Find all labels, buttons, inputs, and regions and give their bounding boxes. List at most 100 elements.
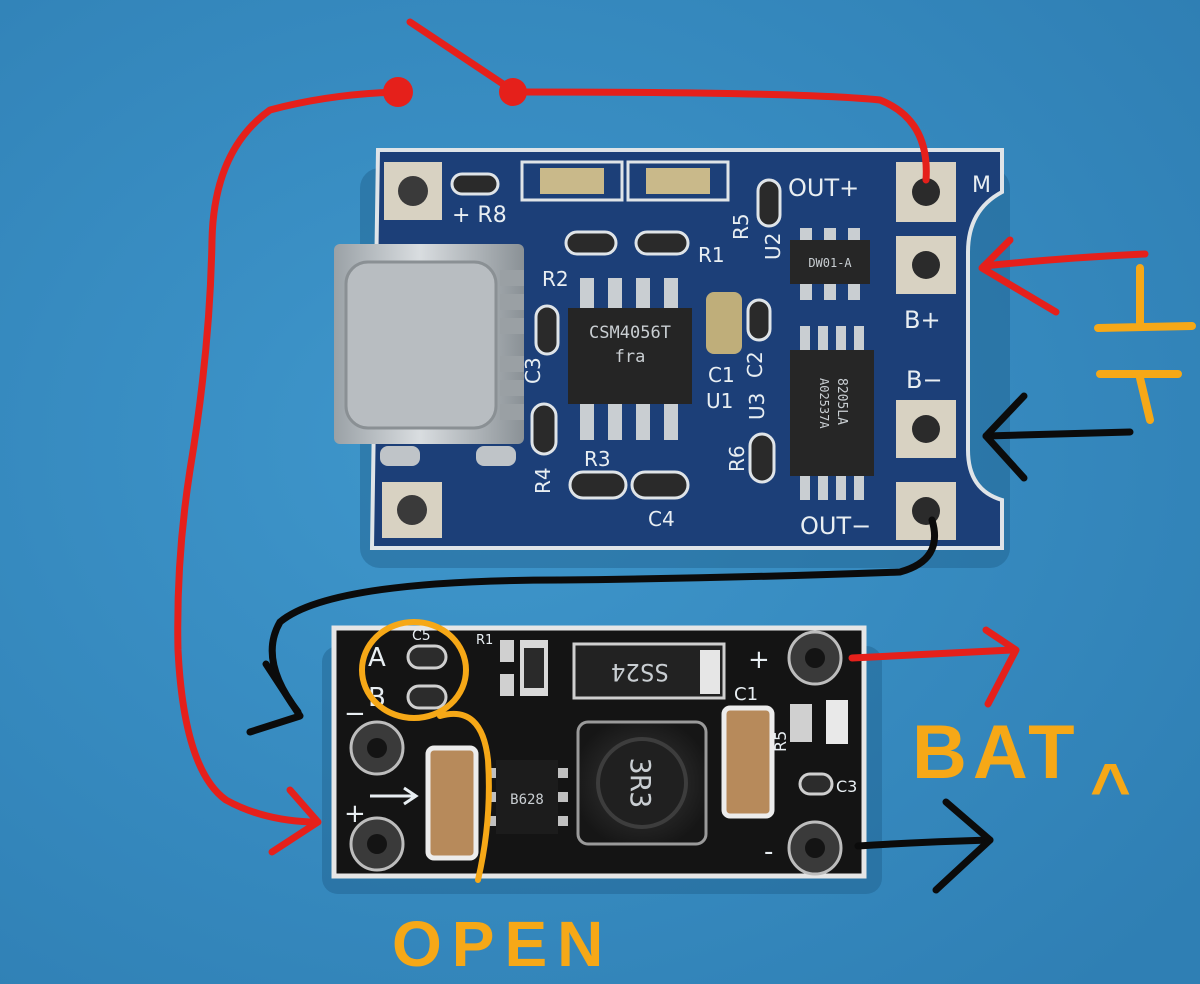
r2-top-part bbox=[564, 230, 618, 256]
label-plus-in: + bbox=[344, 799, 366, 829]
label-c3: C3 bbox=[521, 357, 545, 384]
r5-part bbox=[756, 178, 782, 228]
led-green-outline bbox=[626, 160, 730, 202]
hole-out-plus-boost bbox=[805, 648, 825, 668]
black-arrow-boost-out bbox=[932, 798, 994, 894]
u3-pin bbox=[800, 472, 810, 500]
charger-board: CSM4056T fra DW01-A bbox=[334, 148, 1004, 550]
label-c2: C2 bbox=[743, 351, 767, 378]
label-r2: R2 bbox=[542, 267, 569, 291]
smd-small bbox=[500, 640, 514, 662]
label-b-minus: B− bbox=[906, 366, 943, 394]
label-r6: R6 bbox=[725, 445, 749, 472]
r3-part bbox=[568, 470, 628, 500]
smd-small bbox=[500, 674, 514, 696]
bat-caret: ^ bbox=[1090, 749, 1131, 827]
ic-pin bbox=[664, 396, 678, 440]
c4-part bbox=[630, 470, 690, 500]
switch-lever bbox=[406, 18, 519, 96]
label-r1: R1 bbox=[698, 243, 725, 267]
red-wire-boost-out bbox=[848, 646, 1016, 662]
open-pointer-line bbox=[437, 710, 492, 883]
usb-c-opening bbox=[344, 260, 498, 430]
ic-body bbox=[568, 308, 692, 404]
ic-marking-2: fra bbox=[615, 347, 646, 367]
charger-smd-parts bbox=[450, 172, 782, 500]
label-r1-boost: R1 bbox=[476, 633, 493, 648]
jumper-b bbox=[406, 684, 448, 710]
ic-pin bbox=[636, 396, 650, 440]
usb-tab-right bbox=[476, 446, 516, 466]
label-c5: C5 bbox=[412, 628, 431, 644]
charger-ic-u1: CSM4056T fra bbox=[568, 278, 692, 440]
usb-pin bbox=[500, 404, 524, 420]
b628-pin bbox=[558, 792, 568, 802]
label-r5: R5 bbox=[729, 213, 753, 240]
label-u1: U1 bbox=[706, 389, 733, 413]
led-red-outline bbox=[520, 160, 624, 202]
u2-body bbox=[790, 240, 870, 284]
usb-tab-left bbox=[380, 446, 420, 466]
usb-c-connector bbox=[334, 244, 524, 466]
r5-resistor-boost bbox=[790, 704, 812, 742]
black-arrow-b-minus bbox=[982, 392, 1028, 482]
label-out-minus: OUT− bbox=[800, 512, 871, 540]
label-minus-out: - bbox=[764, 837, 773, 867]
black-wire-out-minus bbox=[268, 516, 939, 716]
u3-pin bbox=[854, 472, 864, 500]
ic-marking-1: CSM4056T bbox=[589, 323, 671, 343]
u3-pin bbox=[800, 326, 810, 354]
r6-part bbox=[748, 432, 776, 484]
charger-ic-u2: DW01-A bbox=[790, 228, 870, 300]
boost-led bbox=[826, 700, 848, 744]
u2-pin bbox=[848, 282, 860, 300]
inductor-core bbox=[596, 737, 688, 829]
u2-pin bbox=[824, 282, 836, 300]
hole-in-minus bbox=[367, 738, 387, 758]
r4-part bbox=[530, 402, 558, 456]
c3-part bbox=[534, 304, 560, 356]
u2-marking: DW01-A bbox=[808, 256, 852, 270]
input-capacitor bbox=[425, 745, 479, 861]
inductor-marking: 3R3 bbox=[624, 758, 657, 809]
hole-out-plus bbox=[912, 178, 940, 206]
c1-capacitor bbox=[706, 292, 742, 354]
label-r3: R3 bbox=[584, 447, 611, 471]
label-minus-in: − bbox=[344, 699, 366, 729]
hole-b-minus bbox=[912, 415, 940, 443]
label-r5-boost: R5 bbox=[771, 731, 790, 752]
ss24-cathode-band bbox=[700, 650, 720, 694]
b628-pin bbox=[558, 816, 568, 826]
u3-pin bbox=[818, 472, 828, 500]
red-wire-out-plus bbox=[516, 88, 930, 184]
r8-part bbox=[450, 172, 500, 196]
hole-top-left bbox=[398, 176, 428, 206]
c1-capacitor-boost bbox=[721, 705, 775, 819]
label-c1: C1 bbox=[708, 363, 735, 387]
black-wire-boost-out bbox=[854, 836, 994, 850]
u3-pin bbox=[818, 326, 828, 354]
u2-pin bbox=[800, 282, 812, 300]
u3-pin bbox=[836, 326, 846, 354]
charger-pads bbox=[382, 162, 956, 540]
bat-label: BAT bbox=[912, 710, 1081, 795]
label-c1-boost: C1 bbox=[734, 684, 758, 705]
hole-in-plus bbox=[367, 834, 387, 854]
switch-dot-right bbox=[499, 78, 527, 106]
red-wire-to-boost-plus bbox=[174, 88, 402, 826]
u3-pin bbox=[854, 326, 864, 354]
ss24-diode bbox=[572, 642, 726, 700]
r1-resistor-body bbox=[524, 648, 544, 688]
hole-bottom-left bbox=[397, 495, 427, 525]
c3-part-boost bbox=[798, 772, 834, 796]
black-wire-b-minus bbox=[982, 428, 1134, 440]
red-wire-b-plus bbox=[980, 250, 1149, 270]
open-label: OPEN bbox=[392, 908, 613, 980]
switch-dot-left bbox=[383, 77, 413, 107]
u3-marking-2: A02537A bbox=[817, 378, 831, 429]
b628-marking: B628 bbox=[510, 792, 544, 808]
ic-pin bbox=[608, 396, 622, 440]
usb-pin bbox=[500, 294, 524, 310]
black-arrow-boost-minus bbox=[246, 660, 304, 736]
